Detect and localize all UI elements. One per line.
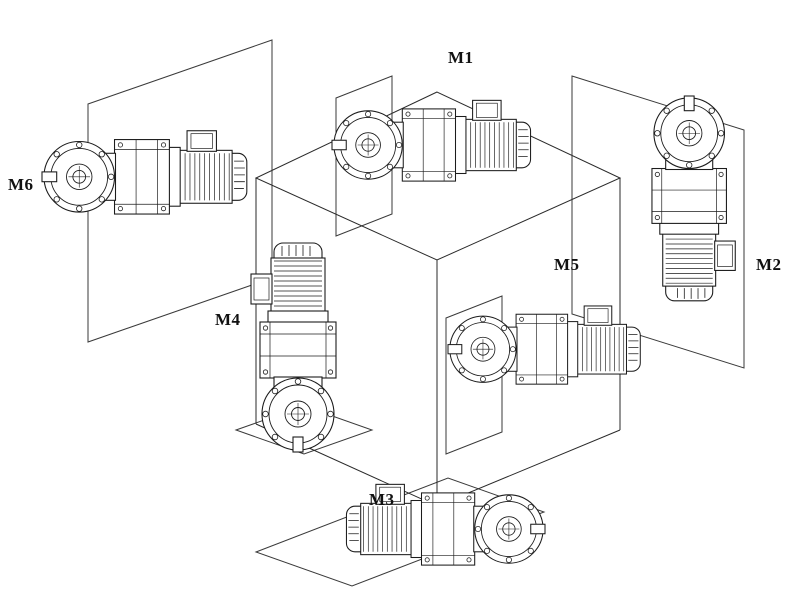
m5-mounting-plane bbox=[445, 295, 503, 455]
gearmotor-m6 bbox=[41, 130, 248, 215]
label-m6: M6 bbox=[8, 175, 34, 194]
gearmotor-m4 bbox=[250, 242, 337, 453]
gearmotor-m2 bbox=[651, 95, 736, 302]
label-m4: M4 bbox=[215, 310, 241, 329]
gearmotor-m1 bbox=[331, 99, 532, 182]
label-m2: M2 bbox=[756, 255, 782, 274]
gearmotor-m5 bbox=[447, 305, 641, 385]
label-m1: M1 bbox=[448, 48, 474, 67]
label-m5: M5 bbox=[554, 255, 580, 274]
label-m3: M3 bbox=[369, 490, 395, 509]
m1-mounting-plane bbox=[335, 75, 393, 237]
